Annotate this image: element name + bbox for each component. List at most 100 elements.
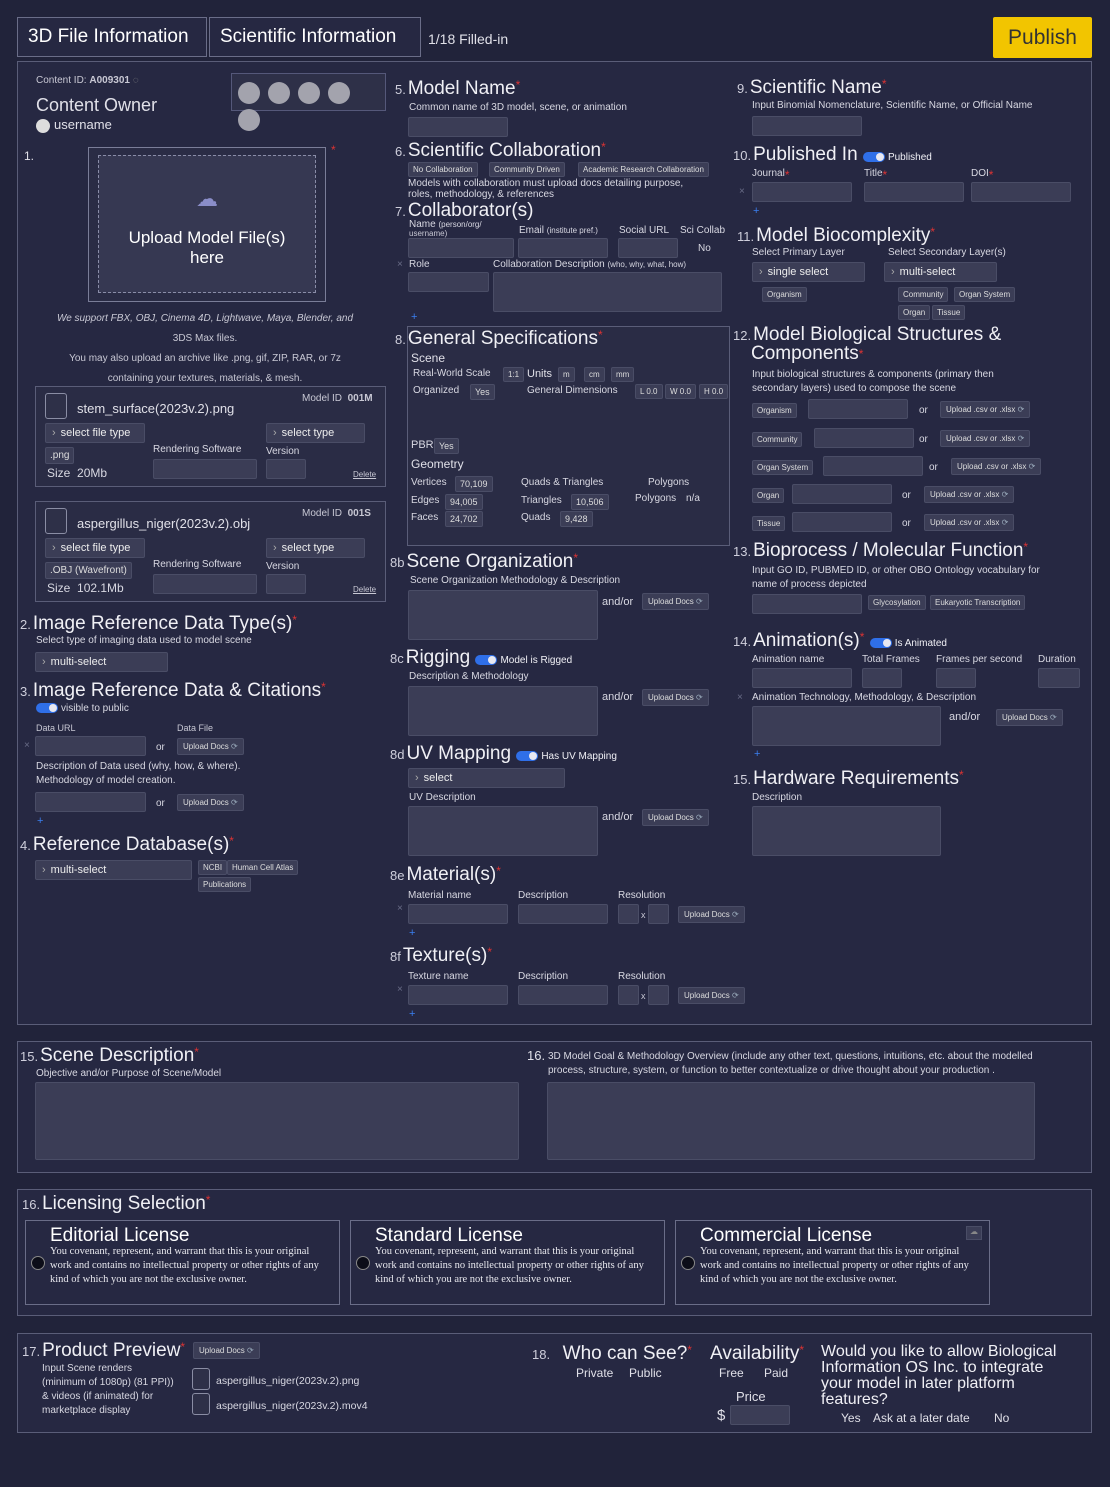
journal-input[interactable] (752, 182, 852, 202)
layer-chip[interactable]: Community (898, 287, 949, 302)
data-description-input[interactable] (35, 792, 146, 812)
collaborator-name-input[interactable] (408, 238, 514, 258)
model-name-input[interactable] (408, 117, 508, 137)
upload-csv-button[interactable]: Upload .csv or .xlsx (924, 486, 1015, 503)
animated-toggle[interactable] (869, 638, 892, 649)
layer-chip[interactable]: Organ System (954, 287, 1016, 302)
texture-name-input[interactable] (408, 985, 508, 1005)
editorial-license-card[interactable]: Editorial License You covenant, represen… (25, 1220, 340, 1305)
upload-csv-button[interactable]: Upload .csv or .xlsx (951, 458, 1042, 475)
upload-csv-button[interactable]: Upload .csv or .xlsx (940, 430, 1031, 447)
upload-icon[interactable]: ☁ (966, 1226, 982, 1240)
collaborator-email-input[interactable] (518, 238, 608, 258)
uv-select[interactable]: select (408, 768, 565, 788)
animation-tech-input[interactable] (752, 706, 941, 746)
availability-free[interactable]: Free (719, 1366, 744, 1380)
structure-input[interactable] (792, 512, 892, 532)
collaborator-social-input[interactable] (618, 238, 678, 258)
structure-input[interactable] (792, 484, 892, 504)
add-icon[interactable]: + (411, 311, 418, 323)
remove-icon[interactable]: × (397, 903, 403, 914)
db-chip[interactable]: Publications (198, 877, 252, 892)
rigging-description-input[interactable] (408, 686, 598, 736)
imaging-type-select[interactable]: multi-select (35, 652, 168, 672)
hardware-description-input[interactable] (752, 806, 941, 856)
preview-file[interactable]: aspergillus_niger(2023v.2).mov4 (216, 1400, 368, 1412)
primary-layer-select[interactable]: single select (752, 262, 865, 282)
title-input[interactable] (864, 182, 964, 202)
sci-collab-value[interactable]: No (698, 243, 711, 254)
license-radio[interactable] (681, 1256, 695, 1270)
bioprocess-chip[interactable]: Glycosylation (868, 595, 926, 610)
goal-overview-input[interactable] (547, 1082, 1035, 1160)
texture-description-input[interactable] (518, 985, 608, 1005)
unit-m[interactable]: m (558, 367, 575, 382)
collab-chip[interactable]: No Collaboration (408, 162, 478, 177)
layer-chip[interactable]: Organ (898, 305, 931, 320)
bioprocess-chip[interactable]: Eukaryotic Transcription (930, 595, 1026, 610)
material-description-input[interactable] (518, 904, 608, 924)
integrate-later[interactable]: Ask at a later date (873, 1411, 970, 1425)
add-icon[interactable]: + (753, 205, 760, 217)
upload-docs-button[interactable]: Upload Docs (177, 738, 244, 755)
upload-csv-button[interactable]: Upload .csv or .xlsx (940, 401, 1031, 418)
structure-input[interactable] (808, 399, 908, 419)
pbr-value[interactable]: Yes (434, 438, 459, 454)
doi-input[interactable] (971, 182, 1071, 202)
file-type-select[interactable]: select file type (45, 423, 145, 443)
avatar[interactable] (238, 82, 260, 104)
collab-chip[interactable]: Community Driven (489, 162, 565, 177)
add-icon[interactable]: + (37, 815, 44, 827)
published-toggle[interactable] (862, 152, 885, 163)
copy-icon[interactable]: ◌ (132, 75, 139, 86)
visibility-private[interactable]: Private (576, 1366, 614, 1380)
upload-docs-button[interactable]: Upload Docs (642, 593, 709, 610)
upload-dropzone[interactable]: ☁ Upload Model File(s) here (88, 147, 326, 302)
total-frames-input[interactable] (862, 668, 902, 688)
avatar[interactable] (328, 82, 350, 104)
fps-input[interactable] (936, 668, 976, 688)
scene-org-input[interactable] (408, 590, 598, 640)
unit-mm[interactable]: mm (611, 367, 635, 382)
upload-docs-button[interactable]: Upload Docs (678, 987, 745, 1004)
remove-icon[interactable]: × (397, 259, 403, 270)
dim-length[interactable]: L 0.0 (635, 384, 663, 399)
version-type-select[interactable]: select type (266, 423, 365, 443)
visibility-toggle[interactable] (36, 703, 58, 714)
material-name-input[interactable] (408, 904, 508, 924)
dim-height[interactable]: H 0.0 (699, 384, 729, 399)
license-radio[interactable] (31, 1256, 45, 1270)
upload-csv-button[interactable]: Upload .csv or .xlsx (924, 514, 1015, 531)
collab-chip[interactable]: Academic Research Collaboration (578, 162, 709, 177)
structure-input[interactable] (814, 428, 914, 448)
uv-description-input[interactable] (408, 806, 598, 856)
tab-scientific-information[interactable]: Scientific Information (209, 17, 421, 57)
scene-description-input[interactable] (35, 1082, 519, 1160)
integrate-no[interactable]: No (994, 1411, 1010, 1425)
standard-license-card[interactable]: Standard License You covenant, represent… (350, 1220, 665, 1305)
rendering-software-input[interactable] (153, 574, 257, 594)
version-type-select[interactable]: select type (266, 538, 365, 558)
upload-docs-button[interactable]: Upload Docs (642, 809, 709, 826)
publish-button[interactable]: Publish (993, 17, 1092, 58)
commercial-license-card[interactable]: Commercial License You covenant, represe… (675, 1220, 990, 1305)
avatar[interactable] (298, 82, 320, 104)
avatar[interactable] (268, 82, 290, 104)
remove-icon[interactable]: × (739, 186, 745, 197)
add-icon[interactable]: + (754, 748, 761, 760)
upload-docs-button[interactable]: Upload Docs (177, 794, 244, 811)
add-icon[interactable]: + (409, 927, 416, 939)
delete-link[interactable]: Delete (353, 585, 377, 594)
avatar[interactable] (238, 109, 260, 131)
reference-db-select[interactable]: multi-select (35, 860, 192, 880)
rws-value[interactable]: 1:1 (503, 367, 525, 382)
upload-docs-button[interactable]: Upload Docs (996, 709, 1063, 726)
material-res-h-input[interactable] (648, 904, 669, 924)
rendering-software-input[interactable] (153, 459, 257, 479)
db-chip[interactable]: Human Cell Atlas (227, 860, 299, 875)
version-input[interactable] (266, 574, 306, 594)
preview-file[interactable]: aspergillus_niger(2023v.2).png (216, 1375, 360, 1387)
uv-toggle[interactable] (516, 751, 539, 762)
remove-icon[interactable]: × (24, 740, 30, 751)
license-radio[interactable] (356, 1256, 370, 1270)
